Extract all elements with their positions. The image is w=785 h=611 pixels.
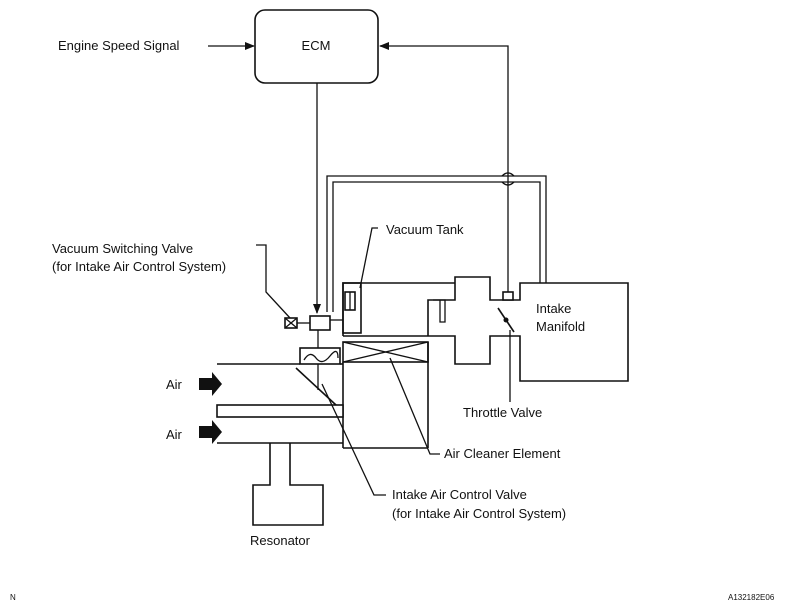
corner-n-label: N: [10, 593, 16, 602]
vacuum-tank-leader: [359, 227, 378, 289]
throttle-port: [433, 299, 446, 323]
vsv-label-line2: (for Intake Air Control System): [52, 259, 226, 274]
throttle-body-sensor: [502, 291, 514, 301]
iacv-actuator: [299, 347, 341, 365]
throttle-valve-label: Throttle Valve: [463, 405, 542, 420]
vsv-body: [309, 315, 331, 331]
vsv-connector-x2: [284, 317, 298, 329]
vacuum-hose-inner: [332, 181, 541, 312]
hose-crossover: [501, 172, 515, 186]
throttle-valve-pivot: [503, 317, 509, 323]
figure-code-label: A132182E06: [728, 593, 775, 602]
engine-speed-signal-label: Engine Speed Signal: [58, 38, 180, 53]
intake-manifold-label-line1: Intake: [536, 301, 571, 316]
ecm-label: ECM: [302, 38, 331, 53]
air-cleaner-element-label: Air Cleaner Element: [444, 446, 561, 461]
iacv-label-line1: Intake Air Control Valve: [392, 487, 527, 502]
vacuum-hose-outer: [326, 175, 547, 312]
air-cleaner-leader: [389, 357, 440, 455]
intake-manifold-label-line2: Manifold: [536, 319, 585, 334]
air-arrow-bottom: [199, 420, 222, 444]
iacv-label-line2: (for Intake Air Control System): [392, 506, 566, 521]
air-cleaner-housing: [342, 282, 455, 336]
iacv-actuator-diaphragm: [303, 350, 339, 363]
air-label-bottom: Air: [166, 427, 183, 442]
iacv-flap: [295, 367, 337, 406]
vsv-leader: [256, 244, 291, 319]
resonator-label: Resonator: [250, 533, 311, 548]
iacv-leader: [321, 383, 386, 496]
throttle-body-top: [427, 276, 629, 382]
vacuum-tank-label: Vacuum Tank: [386, 222, 464, 237]
element-cross-2: [342, 341, 429, 363]
air-label-top: Air: [166, 377, 183, 392]
resonator-neck: [252, 443, 324, 526]
passage-divider: [216, 404, 344, 418]
vsv-label-line1: Vacuum Switching Valve: [52, 241, 193, 256]
throttle-signal-wire: [379, 42, 509, 294]
air-arrow-top: [199, 372, 222, 396]
